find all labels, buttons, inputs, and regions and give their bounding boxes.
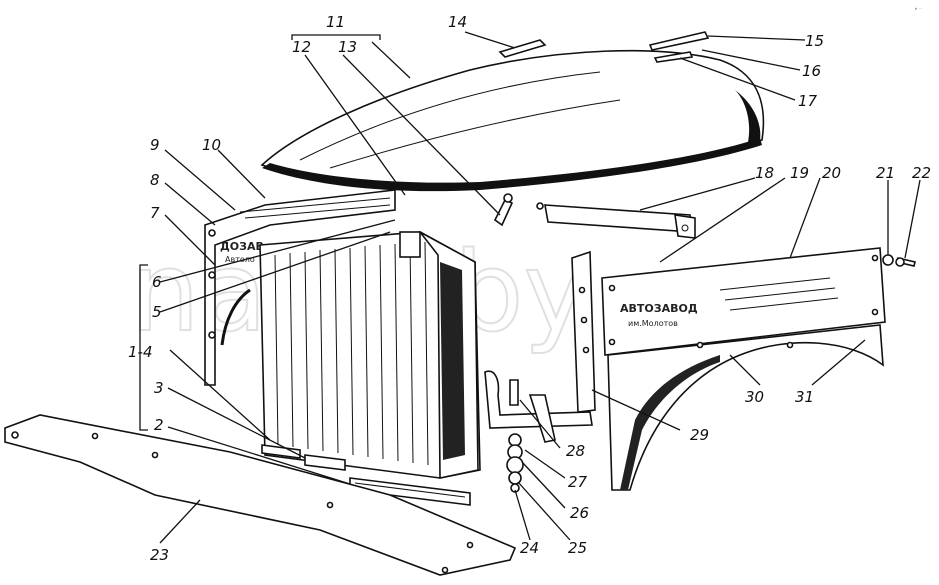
label-11: 11 <box>326 13 345 31</box>
label-13: 13 <box>338 38 357 56</box>
right-plate-line2: им.Молотов <box>628 319 678 328</box>
label-7: 7 <box>150 204 160 222</box>
label-24: 24 <box>520 539 539 557</box>
label-22: 22 <box>912 164 931 182</box>
label-25: 25 <box>568 539 587 557</box>
label-31: 31 <box>795 388 814 406</box>
left-plate-line1: ДОЗАВ <box>220 240 264 253</box>
label-17: 17 <box>798 92 818 110</box>
label-14: 14 <box>448 13 467 31</box>
side-vertical-bracket <box>571 250 596 413</box>
label-2: 2 <box>154 416 164 434</box>
hood-hinge-pin <box>648 31 710 63</box>
hood-hinge-bar <box>498 39 547 58</box>
label-12: 12 <box>292 38 311 56</box>
leader-lines <box>139 31 921 544</box>
hood-panel <box>260 49 765 192</box>
label-20: 20 <box>822 164 841 182</box>
label-6: 6 <box>152 273 162 291</box>
label-9: 9 <box>150 136 160 154</box>
radiator-mount-bracket <box>484 370 593 443</box>
label-21: 21 <box>876 164 895 182</box>
label-1-4: 1-4 <box>128 343 153 361</box>
left-side-panel: ДОЗАВ Автоло <box>204 189 396 386</box>
corner-mark: ▸ ·· <box>915 6 923 12</box>
fender-lower-panel <box>607 324 884 491</box>
label-18: 18 <box>755 164 774 182</box>
label-3: 3 <box>154 379 164 397</box>
label-19: 19 <box>790 164 809 182</box>
label-16: 16 <box>802 62 821 80</box>
label-15: 15 <box>805 32 824 50</box>
fastener-stack <box>506 379 524 493</box>
grille-slats <box>274 241 429 466</box>
label-23: 23 <box>150 546 169 564</box>
label-29: 29 <box>690 426 709 444</box>
right-plate-line1: АВТОЗАВОД <box>620 302 698 315</box>
left-plate-line2: Автоло <box>225 255 255 264</box>
right-side-panel: АВТОЗАВОД им.Молотов <box>601 247 886 356</box>
front-apron <box>4 414 517 576</box>
label-30: 30 <box>745 388 764 406</box>
callout-labels: 11 12 13 14 15 16 17 18 19 20 21 22 9 10… <box>128 13 931 564</box>
label-26: 26 <box>570 504 589 522</box>
label-27: 27 <box>568 473 588 491</box>
label-28: 28 <box>566 442 585 460</box>
label-10: 10 <box>202 136 221 154</box>
bolt-and-nut <box>882 254 916 267</box>
label-5: 5 <box>152 303 162 321</box>
label-8: 8 <box>150 171 160 189</box>
radiator-grille <box>259 231 481 479</box>
